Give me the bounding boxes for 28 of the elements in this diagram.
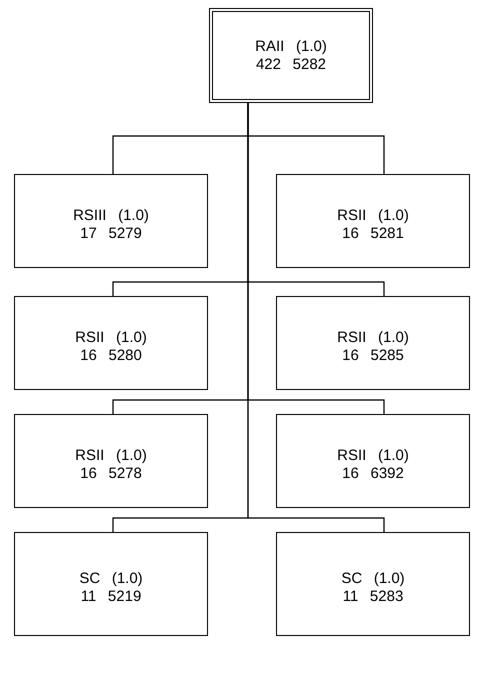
child-box	[276, 414, 470, 508]
child-box	[276, 296, 470, 390]
node-values: 11 5219	[80, 588, 142, 606]
node-values: 16 5280	[80, 347, 142, 365]
node-values: 16 6392	[342, 465, 404, 483]
node-title: RSII (1.0)	[75, 447, 147, 465]
child-box	[14, 296, 208, 390]
node-values: 16 5285	[342, 347, 404, 365]
node-values: 16 5278	[80, 465, 142, 483]
node-title: SC (1.0)	[341, 570, 405, 588]
node-title: SC (1.0)	[79, 570, 143, 588]
node-values: 422 5282	[256, 56, 326, 74]
child-box	[14, 414, 208, 508]
node-title: RSII (1.0)	[337, 207, 409, 225]
child-box	[276, 174, 470, 268]
child-box	[14, 174, 208, 268]
node-title: RSII (1.0)	[337, 329, 409, 347]
node-values: 17 5279	[80, 225, 142, 243]
node-values: 11 5283	[342, 588, 404, 606]
node-title: RSIII (1.0)	[73, 207, 149, 225]
child-box	[276, 532, 470, 636]
node-title: RAII (1.0)	[255, 38, 327, 56]
connector-line	[247, 103, 385, 532]
node-title: RSII (1.0)	[75, 329, 147, 347]
node-title: RSII (1.0)	[337, 447, 409, 465]
node-values: 16 5281	[342, 225, 404, 243]
child-box	[14, 532, 208, 636]
root-box	[209, 8, 373, 103]
